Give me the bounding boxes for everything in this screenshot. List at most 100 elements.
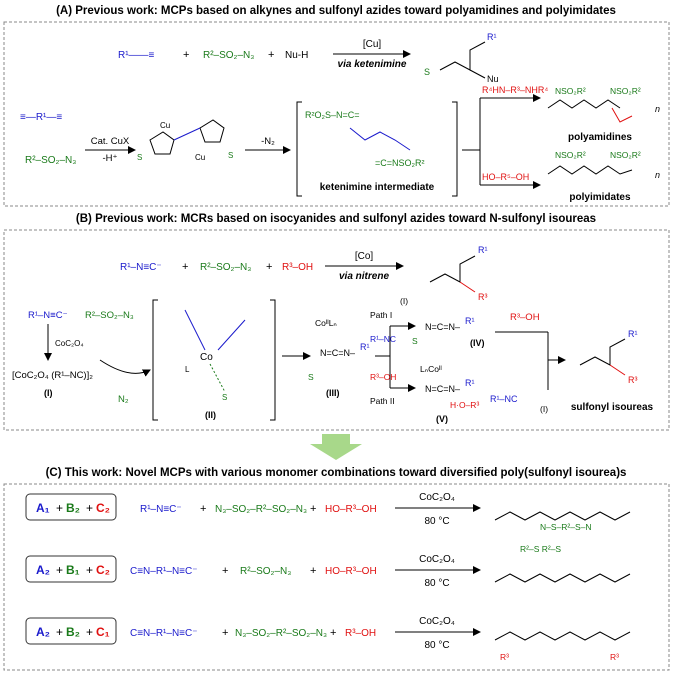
plus-sign: + — [330, 627, 336, 639]
azide-mech: R²–SO₂–N₃ — [85, 310, 134, 321]
label-iv: (IV) — [470, 338, 485, 348]
combo-a: A₂ — [36, 625, 50, 639]
temperature-label: 80 °C — [424, 516, 449, 527]
coc2o4-label: CoC₂O₄ — [55, 339, 84, 348]
combo-c: C₂ — [96, 563, 110, 577]
ligand-l: L — [185, 365, 190, 374]
down-arrow-icon — [310, 434, 362, 460]
r1-label: R¹ — [478, 245, 488, 255]
dialkyne-monomer: ≡—R¹—≡ — [20, 112, 62, 123]
nso2r2-label: NSO₂R² — [555, 86, 586, 96]
n2-label: N₂ — [118, 394, 129, 405]
diol-monomer: HO–R⁵–OH — [482, 172, 529, 182]
monomer-b: R²–SO₂–N₃ — [240, 566, 291, 577]
intermediate-v: LₙCoᴵᴵ N=C=N– R¹ H·O–R³ — [420, 364, 479, 410]
sulfonyl-azide: R²–SO₂–N₃ — [203, 50, 254, 61]
cu-label: Cu — [160, 121, 170, 130]
label-i: (I) — [44, 388, 53, 398]
plus-sign: + — [86, 563, 93, 577]
label-iii: (III) — [326, 388, 340, 398]
combo-c: C₁ — [96, 625, 110, 639]
coln-label: CoᴵᴵLₙ — [315, 318, 337, 328]
so2-label: S — [412, 336, 418, 346]
repeat-n: n — [655, 170, 660, 180]
released-i-bottom: (I) — [540, 404, 548, 414]
path-i-label: Path I — [370, 310, 392, 320]
bracket-left — [296, 101, 302, 197]
catalyst-label: CoC₂O₄ — [419, 616, 455, 627]
path-ii-label: Path II — [370, 396, 395, 406]
r3-end: R³ — [500, 652, 509, 662]
product-r1: R¹ — [487, 32, 497, 42]
polymer-chain — [494, 511, 631, 521]
combo-b: B₁ — [66, 563, 80, 577]
r1-label: R¹ — [465, 316, 475, 326]
intermediate-chain — [349, 127, 411, 151]
mcp-row-3: A₂ + B₂ + C₁ C≡N–R¹–N≡C⁻ + N₃–SO₂–R²–SO₂… — [25, 616, 631, 662]
sulfonyl-azide: R²–SO₂–N₃ — [200, 262, 251, 273]
catalyst-label: [Co] — [355, 251, 374, 262]
complex-i: [CoC₂O₄ (R¹–NC)]₂ — [12, 370, 93, 381]
co-center: Co — [200, 352, 213, 363]
monomer-c: HO–R³–OH — [325, 566, 377, 577]
lnco-label: LₙCoᴵᴵ — [420, 364, 442, 374]
nso2r2-label: NSO₂R² — [610, 86, 641, 96]
temperature-label: 80 °C — [424, 640, 449, 651]
plus-sign: + — [86, 501, 93, 515]
plus-sign: + — [310, 565, 316, 577]
nso2r2-label: NSO₂R² — [610, 150, 641, 160]
catalyst-label: [Cu] — [363, 39, 382, 50]
product-so2: S — [424, 67, 430, 77]
ncn-label: N=C=N– — [425, 384, 460, 394]
temperature-label: 80 °C — [424, 578, 449, 589]
plus-sign: + — [310, 503, 316, 515]
plus-sign: + — [222, 627, 228, 639]
complex-iii-structure: CoᴵᴵLₙ N=C=N– R¹ S — [308, 318, 370, 382]
monomer-b: N₃–SO₂–R²–SO₂–N₃ — [215, 504, 307, 515]
diamine-monomer: R⁴HN–R³–NHR⁴ — [482, 85, 548, 95]
azide-monomer: R²–SO₂–N₃ — [25, 155, 76, 166]
polyimidate-structure: NSO₂R² NSO₂R² n — [547, 150, 660, 180]
reaction-arrow — [99, 359, 151, 377]
ketenimine-top: R²O₂S–N=C= — [305, 110, 360, 120]
via-label: via nitrene — [339, 271, 389, 282]
combo-box — [25, 555, 117, 583]
r3-label: R³ — [628, 375, 638, 385]
bracket-right — [452, 101, 458, 197]
plus-sign: + — [56, 625, 63, 639]
sulfonyl-bridge: N–S–R²–S–N — [540, 522, 592, 532]
polyamidine-structure: NSO₂R² NSO₂R² n — [547, 86, 660, 123]
panel-b-title: (B) Previous work: MCRs based on isocyan… — [76, 213, 596, 225]
label-v: (V) — [436, 414, 448, 424]
sulfonyl-isoureas-label: sulfonyl isoureas — [571, 402, 654, 413]
isocyanide: R¹–N≡C⁻ — [120, 262, 162, 273]
combo-b: B₂ — [66, 501, 80, 515]
polyamidines-label: polyamidines — [568, 132, 632, 143]
cux-label: Cat. CuX — [91, 136, 130, 147]
so2-label: S — [228, 151, 233, 160]
isourea-product: R¹ R³ — [429, 245, 488, 302]
plus-sign: + — [182, 261, 188, 273]
complex-ii-structure: Co L S — [184, 309, 246, 402]
mcp-row-2: A₂ + B₁ + C₂ C≡N–R¹–N≡C⁻ + R²–SO₂–N₃ + H… — [25, 544, 631, 589]
so2-label: S — [222, 393, 227, 402]
amidine-product: R¹ Nu S — [424, 32, 499, 84]
intermediate-label: ketenimine intermediate — [320, 182, 435, 193]
nucleophile: Nu-H — [285, 50, 308, 61]
carbodiimide-text: N=C=N– — [425, 322, 460, 332]
r1nc-return: R¹–NC — [490, 394, 518, 404]
panel-a-title: (A) Previous work: MCPs based on alkynes… — [56, 5, 616, 17]
r3-label: R³ — [478, 292, 488, 302]
panel-c-title: (C) This work: Novel MCPs with various m… — [46, 467, 627, 479]
combo-c: C₂ — [96, 501, 110, 515]
polymer-chain — [494, 631, 631, 641]
r3oh-step: R³–OH — [510, 312, 540, 323]
alcohol: R³–OH — [282, 262, 313, 273]
plus-sign: + — [266, 261, 272, 273]
ncn-label: N=C=N– — [320, 348, 355, 358]
combo-a: A₁ — [36, 501, 50, 515]
monomer-a: R¹–N≡C⁻ — [140, 504, 182, 515]
plus-sign: + — [86, 625, 93, 639]
monomer-a: C≡N–R¹–N≡C⁻ — [130, 628, 198, 639]
catalyst-label: CoC₂O₄ — [419, 554, 455, 565]
